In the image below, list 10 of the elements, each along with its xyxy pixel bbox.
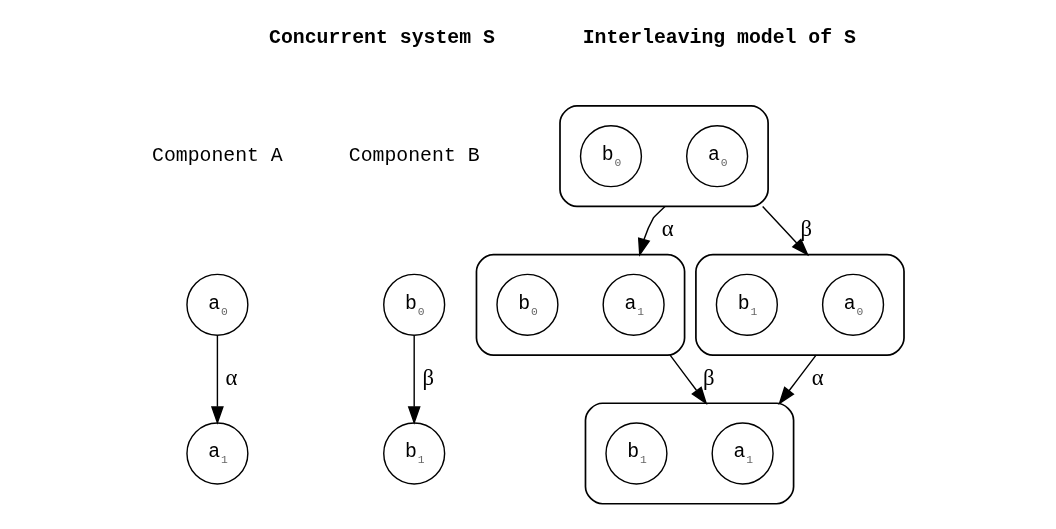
edge-label: α [811,364,824,390]
edge-label: β [422,364,434,390]
label: Component B [348,145,480,168]
edge-label: α [661,215,674,241]
edge-label: β [800,215,812,241]
edge-label: β [702,364,714,390]
label: Concurrent system S [268,27,495,50]
edge-label: α [225,364,237,390]
label: Interleaving model of S [582,27,856,50]
label: Component A [151,145,283,168]
